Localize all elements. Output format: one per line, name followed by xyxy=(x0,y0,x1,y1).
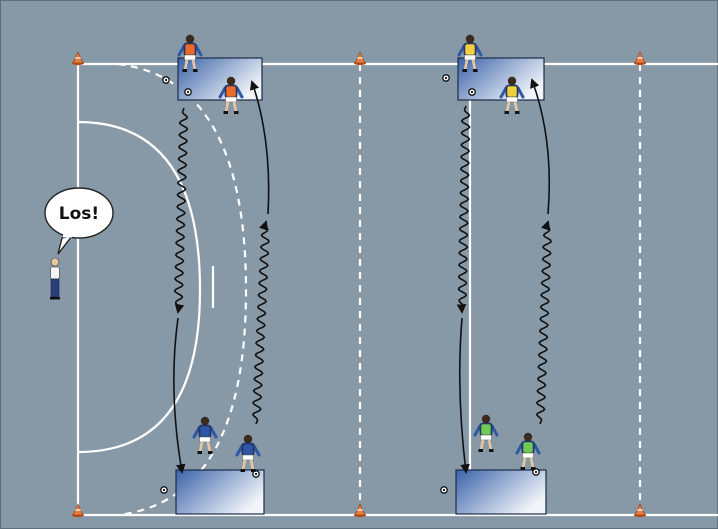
ball-icon xyxy=(160,486,168,494)
player-orange-1 xyxy=(177,34,203,72)
coach-shirt xyxy=(50,266,60,280)
mat-left-top xyxy=(177,57,263,101)
movement-paths xyxy=(173,78,553,474)
coach xyxy=(50,257,60,300)
dribble-path-down-left xyxy=(173,107,189,314)
players xyxy=(177,34,541,472)
ball-icon xyxy=(162,76,170,84)
dribble-path-down-right xyxy=(456,105,471,314)
speech-bubble: Los! xyxy=(44,187,114,255)
ball-icon xyxy=(442,74,450,82)
run-path-up-right xyxy=(530,78,551,215)
mat-left-bottom xyxy=(175,469,265,515)
speech-text: Los! xyxy=(59,204,99,224)
player-green-1 xyxy=(473,414,499,452)
run-path-down-right xyxy=(458,317,470,474)
dribble-path-up-right xyxy=(535,220,553,425)
run-path-up-left xyxy=(249,80,270,215)
player-yellow-1 xyxy=(457,34,483,72)
coach-head xyxy=(50,257,60,267)
mats xyxy=(175,57,547,515)
player-orange-2 xyxy=(218,76,244,114)
dribble-path-up-left xyxy=(251,220,270,425)
player-blue-2 xyxy=(235,434,261,472)
coach-legs xyxy=(50,278,60,298)
player-blue-1 xyxy=(192,416,218,454)
ball-icon xyxy=(440,486,448,494)
player-yellow-2 xyxy=(499,76,525,114)
player-green-2 xyxy=(515,432,541,470)
ball-icon xyxy=(468,88,476,96)
ball-icon xyxy=(184,88,192,96)
mat-right-bottom xyxy=(455,469,547,515)
goal-area-line xyxy=(77,120,202,454)
run-path-down-left xyxy=(173,317,186,474)
